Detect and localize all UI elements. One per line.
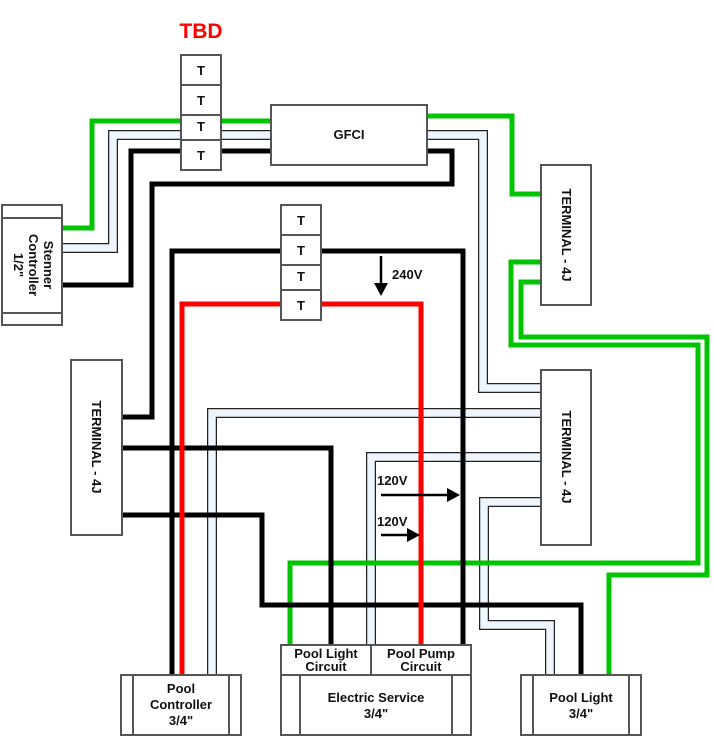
pool-light-label-line1: Pool Light <box>549 690 613 705</box>
neutral-wire-gfci-right-fill <box>428 131 541 392</box>
pool-light-circuit-line1: Pool Light <box>294 646 358 661</box>
hot2-wire-loop <box>179 301 424 675</box>
pool-pump-circuit-line2: Circuit <box>400 659 442 674</box>
gfci-label: GFCI <box>333 127 364 142</box>
arrow-120v-b <box>381 528 420 542</box>
neutral-wire-terminal-pool-light-fill <box>480 498 554 675</box>
terminal-strip-top: T T T T <box>180 54 222 171</box>
stenner-label-line2: Controller <box>26 234 41 296</box>
arrow-240v <box>374 256 388 296</box>
gfci-box: GFCI <box>270 104 428 166</box>
terminal-cell <box>180 139 222 171</box>
terminal-cell <box>280 289 322 321</box>
terminal-strip-mid: T T T T <box>280 204 322 321</box>
stenner-controller: Stenner Controller 1/2" <box>1 204 63 326</box>
terminal-right-top: TERMINAL - 4J <box>540 164 592 306</box>
pool-controller: Pool Controller 3/4" <box>120 674 242 736</box>
hot-wire-gfci-terminal-left <box>122 148 455 420</box>
pool-controller-label-line1: Pool <box>167 681 195 696</box>
ground-wire-gfci-terminal <box>428 113 541 197</box>
tbd-annotation: TBD <box>179 20 222 43</box>
voltage-label-120v-a: 120V <box>377 473 408 488</box>
terminal-cell-label: T <box>297 243 305 258</box>
voltage-label-240v: 240V <box>392 267 423 282</box>
pool-light-label-line2: 3/4" <box>569 706 593 721</box>
terminal-right-mid-label: TERMINAL - 4J <box>559 411 574 504</box>
neutral-wire-terminal-pool-controller-fill <box>208 409 541 675</box>
electric-service-label-line2: 3/4" <box>364 706 388 721</box>
terminal-cell-label: T <box>197 119 205 134</box>
stenner-label-line1: Stenner <box>41 241 56 289</box>
terminal-cell-label: T <box>197 93 205 108</box>
terminal-right-top-label: TERMINAL - 4J <box>559 189 574 282</box>
terminal-cell <box>180 54 222 86</box>
terminal-cell <box>280 264 322 291</box>
stenner-label-line3: 1/2" <box>11 253 26 277</box>
arrow-120v-a <box>381 488 460 502</box>
terminal-cell-label: T <box>197 148 205 163</box>
voltage-label-120v-b: 120V <box>377 514 408 529</box>
pool-controller-label-line2: Controller <box>150 697 212 712</box>
ground-wire-terminal-loop-b <box>518 279 710 675</box>
terminal-left-label: TERMINAL - 4J <box>89 401 104 494</box>
pool-light-circuit-line2: Circuit <box>305 659 347 674</box>
terminal-cell-label: T <box>297 269 305 284</box>
electric-service-label-line1: Electric Service <box>328 690 425 705</box>
pool-controller-label-line3: 3/4" <box>169 713 193 728</box>
terminal-cell-label: T <box>297 213 305 228</box>
pool-pump-circuit-line1: Pool Pump <box>387 646 455 661</box>
electric-service: Pool Light Circuit Pool Pump Circuit Ele… <box>280 644 472 736</box>
hot-wire-terminal-left-b <box>122 512 584 675</box>
pool-light: Pool Light 3/4" <box>520 674 642 736</box>
terminal-right-mid: TERMINAL - 4J <box>540 369 592 546</box>
terminal-cell <box>280 234 322 266</box>
pool-light-circuit-box <box>280 644 372 676</box>
hot-wire-terminal-left-a <box>122 445 334 675</box>
voltage-arrows <box>374 256 460 542</box>
terminal-cell-label: T <box>197 63 205 78</box>
terminal-cell-label: T <box>297 298 305 313</box>
hot2-wires <box>179 301 424 675</box>
pool-pump-circuit-box <box>370 644 472 676</box>
wires <box>8 113 710 675</box>
neutral-wire-terminal-electric-service-fill <box>367 453 541 645</box>
terminal-left: TERMINAL - 4J <box>70 359 123 536</box>
ground-wire-terminal-loop-a <box>287 259 701 645</box>
